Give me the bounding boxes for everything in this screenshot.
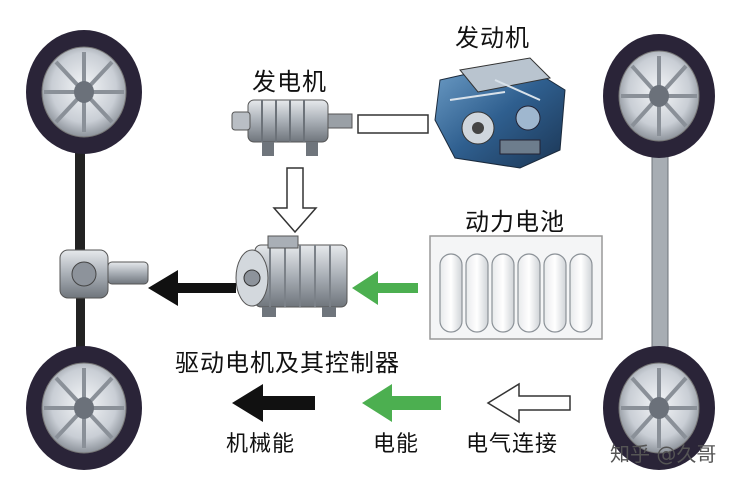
label-battery: 动力电池: [465, 208, 565, 236]
label-motor-controller: 驱动电机及其控制器: [175, 349, 400, 377]
generator-engine-shaft: [357, 114, 429, 134]
legend-arrow-connection: [486, 382, 571, 424]
wheel-front-right: [603, 34, 715, 158]
wheel-front-left: [26, 30, 142, 154]
engine-image: [434, 57, 566, 169]
legend-label-connection: 电气连接: [466, 432, 559, 457]
arrow-motor-to-wheels: [148, 270, 236, 306]
label-engine: 发动机: [455, 24, 530, 52]
battery-pack: [429, 235, 603, 340]
label-generator: 发电机: [252, 68, 327, 96]
arrow-generator-to-motor: [272, 167, 318, 234]
legend-arrow-mechanical: [232, 384, 315, 422]
front-axle-upper: [75, 140, 85, 250]
wheel-rear-left: [26, 346, 142, 470]
rear-axle: [651, 149, 669, 366]
legend-label-mechanical: 机械能: [226, 432, 296, 457]
drive-motor-image: [235, 235, 348, 317]
legend-arrow-electrical: [362, 384, 441, 422]
differential: [59, 249, 149, 299]
arrow-battery-to-motor: [352, 271, 418, 305]
generator-image: [231, 99, 353, 156]
legend-label-electrical: 电能: [373, 432, 420, 457]
front-axle-lower: [76, 295, 85, 365]
watermark: 知乎 @久哥: [610, 442, 717, 466]
wheel-rear-right: [603, 346, 715, 470]
